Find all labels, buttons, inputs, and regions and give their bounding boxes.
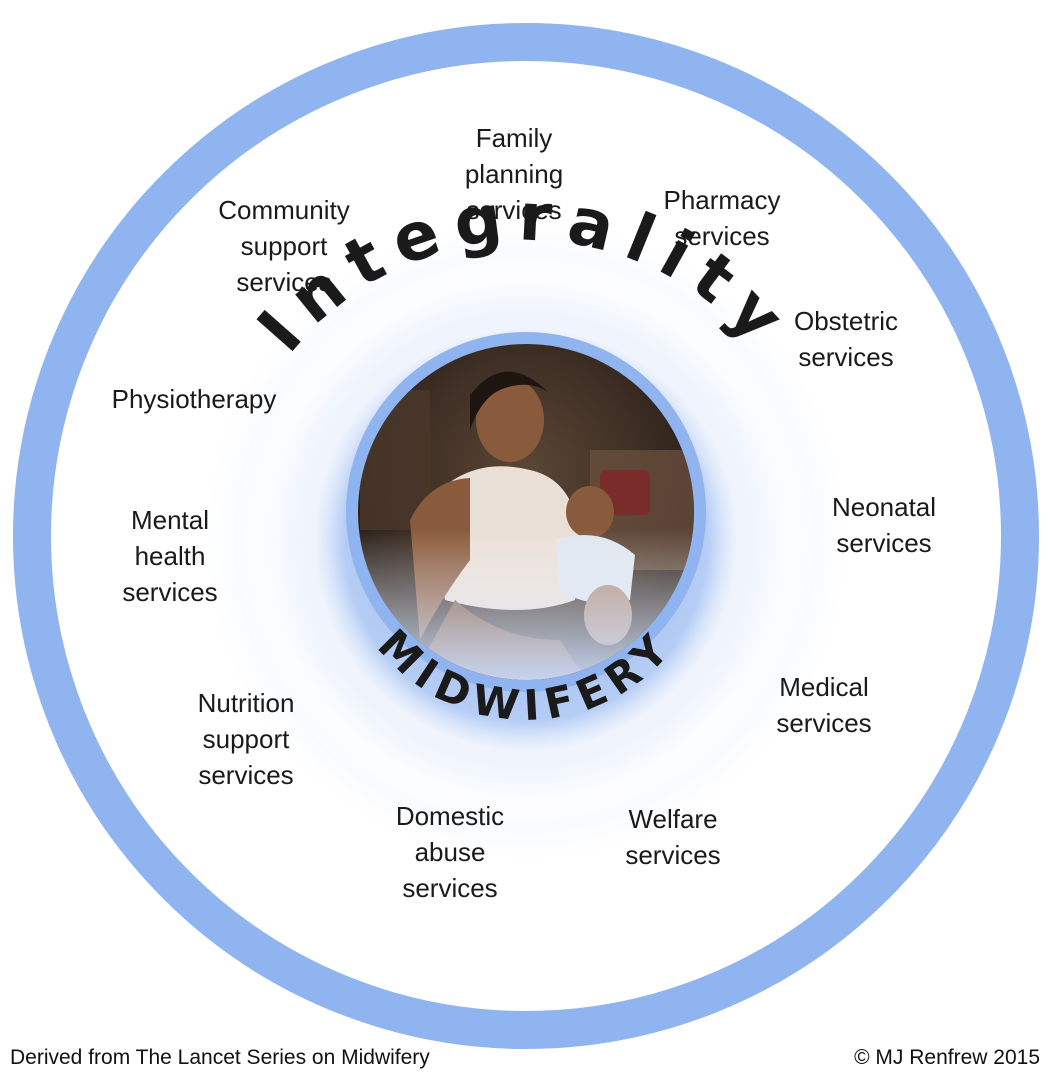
service-line: Welfare (628, 804, 718, 834)
service-line: Nutrition (197, 688, 295, 718)
service-line: Domestic (395, 801, 505, 831)
service-line: support (240, 231, 328, 261)
service-line: services (402, 873, 498, 903)
service-line: Pharmacy (663, 185, 781, 215)
copyright-note: © MJ Renfrew 2015 (854, 1046, 1040, 1069)
service-community-support: Community support services (218, 192, 349, 300)
service-line: services (798, 342, 894, 372)
service-line: services (674, 221, 770, 251)
service-line: services (625, 840, 721, 870)
service-line: Mental (130, 505, 210, 535)
service-mental-health: Mental health services (122, 502, 217, 610)
service-line: services (236, 267, 332, 297)
service-line: services (836, 528, 932, 558)
service-welfare: Welfare services (625, 801, 720, 873)
service-line: abuse (414, 837, 486, 867)
service-line: services (122, 577, 218, 607)
source-note: Derived from The Lancet Series on Midwif… (10, 1046, 430, 1069)
service-obstetric: Obstetric services (794, 303, 898, 375)
service-line: Medical (779, 672, 869, 702)
service-line: planning (464, 159, 564, 189)
service-line: support (202, 724, 290, 754)
service-line: services (466, 195, 562, 225)
service-nutrition-support: Nutrition support services (198, 685, 295, 793)
service-physiotherapy: Physiotherapy (112, 381, 277, 417)
service-domestic-abuse: Domestic abuse services (396, 798, 504, 906)
service-line: Family (475, 123, 553, 153)
service-pharmacy: Pharmacy services (663, 182, 780, 254)
service-family-planning: Family planning services (465, 120, 563, 228)
service-medical: Medical services (776, 669, 871, 741)
service-line: services (776, 708, 872, 738)
service-line: Neonatal (831, 492, 937, 522)
service-neonatal: Neonatal services (832, 489, 936, 561)
service-line: Obstetric (793, 306, 899, 336)
service-line: Physiotherapy (111, 384, 277, 414)
service-line: services (198, 760, 294, 790)
service-line: Community (218, 195, 350, 225)
outer-ring (13, 23, 1039, 1049)
photo-fade (358, 344, 694, 680)
service-line: health (134, 541, 206, 571)
